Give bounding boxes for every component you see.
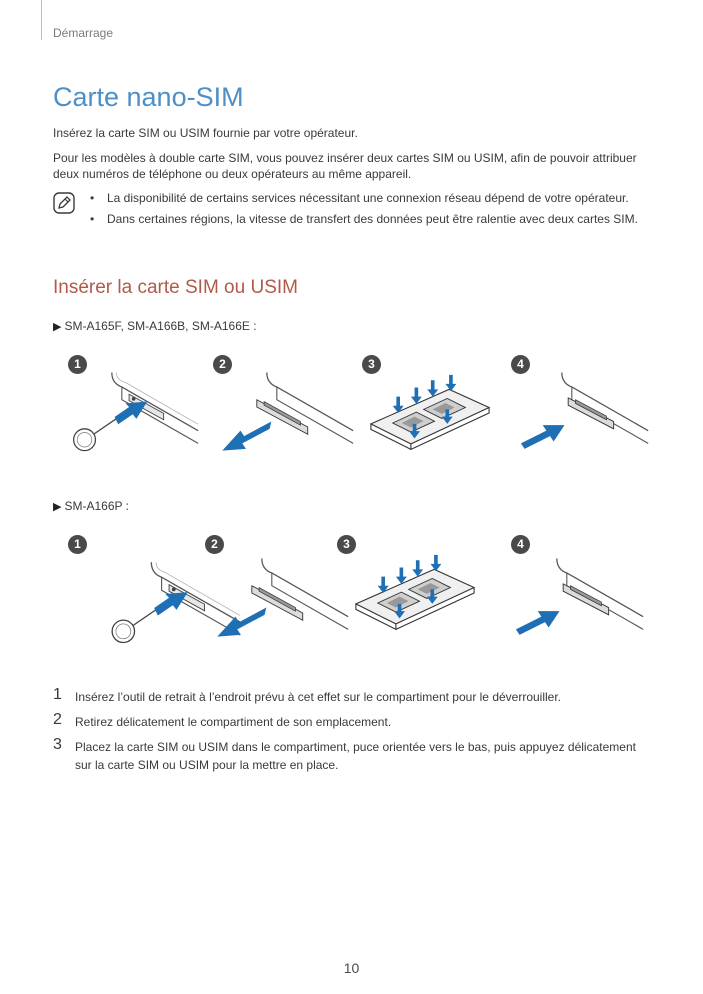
step-text: Placez la carte SIM ou USIM dans le comp… xyxy=(75,740,636,772)
model-label-1: ▶SM-A165F, SM-A166B, SM-A166E : xyxy=(53,319,257,333)
page-title: Carte nano-SIM xyxy=(53,82,244,112)
dual-sim-paragraph: Pour les modèles à double carte SIM, vou… xyxy=(53,151,637,181)
step-item: 2 Retirez délicatement le compartiment de… xyxy=(53,711,653,731)
step-badge-3: 3 xyxy=(337,535,356,554)
sim-tray-illustration xyxy=(360,373,500,473)
step-badge-2: 2 xyxy=(205,535,224,554)
pull-tray-illustration xyxy=(215,367,355,467)
model-label-2: ▶SM-A166P : xyxy=(53,499,129,513)
step-text: Retirez délicatement le compartiment de … xyxy=(75,715,392,729)
insert-tray-illustration xyxy=(510,367,650,467)
page-number: 10 xyxy=(343,960,360,976)
pull-tray-illustration xyxy=(210,553,350,653)
page-edge-mark xyxy=(41,0,42,40)
sim-tray-illustration xyxy=(345,553,485,653)
note-item: La disponibilité de certains services né… xyxy=(90,190,655,207)
eject-tool-illustration xyxy=(60,367,200,467)
intro-paragraph: Insérez la carte SIM ou USIM fournie par… xyxy=(53,126,358,140)
step-number: 2 xyxy=(53,711,62,728)
insert-tray-illustration xyxy=(505,553,645,653)
step-badge-3: 3 xyxy=(362,355,381,374)
step-badge-1: 1 xyxy=(68,355,87,374)
step-number: 3 xyxy=(53,736,62,753)
model-label-text: SM-A165F, SM-A166B, SM-A166E : xyxy=(64,319,257,333)
step-badge-4: 4 xyxy=(511,355,530,374)
triangle-right-icon: ▶ xyxy=(53,321,62,333)
note-pencil-icon xyxy=(53,192,75,214)
step-item: 1 Insérez l’outil de retrait à l’endroit … xyxy=(53,686,653,706)
notes-list: La disponibilité de certains services né… xyxy=(90,190,655,232)
triangle-right-icon: ▶ xyxy=(53,501,62,513)
illustration-row-1: 1 2 3 4 xyxy=(0,355,703,465)
step-badge-1: 1 xyxy=(68,535,87,554)
illustration-row-2: 1 2 3 4 xyxy=(0,535,703,655)
step-number: 1 xyxy=(53,686,62,703)
step-badge-4: 4 xyxy=(511,535,530,554)
step-item: 3 Placez la carte SIM ou USIM dans le com… xyxy=(53,736,653,774)
note-item: Dans certaines régions, la vitesse de tr… xyxy=(90,211,655,228)
step-text: Insérez l’outil de retrait à l’endroit p… xyxy=(75,690,562,704)
model-label-text: SM-A166P : xyxy=(64,499,129,513)
step-badge-2: 2 xyxy=(213,355,232,374)
breadcrumb: Démarrage xyxy=(53,26,114,40)
section-title: Insérer la carte SIM ou USIM xyxy=(53,277,298,298)
steps-list: 1 Insérez l’outil de retrait à l’endroit … xyxy=(53,686,653,781)
